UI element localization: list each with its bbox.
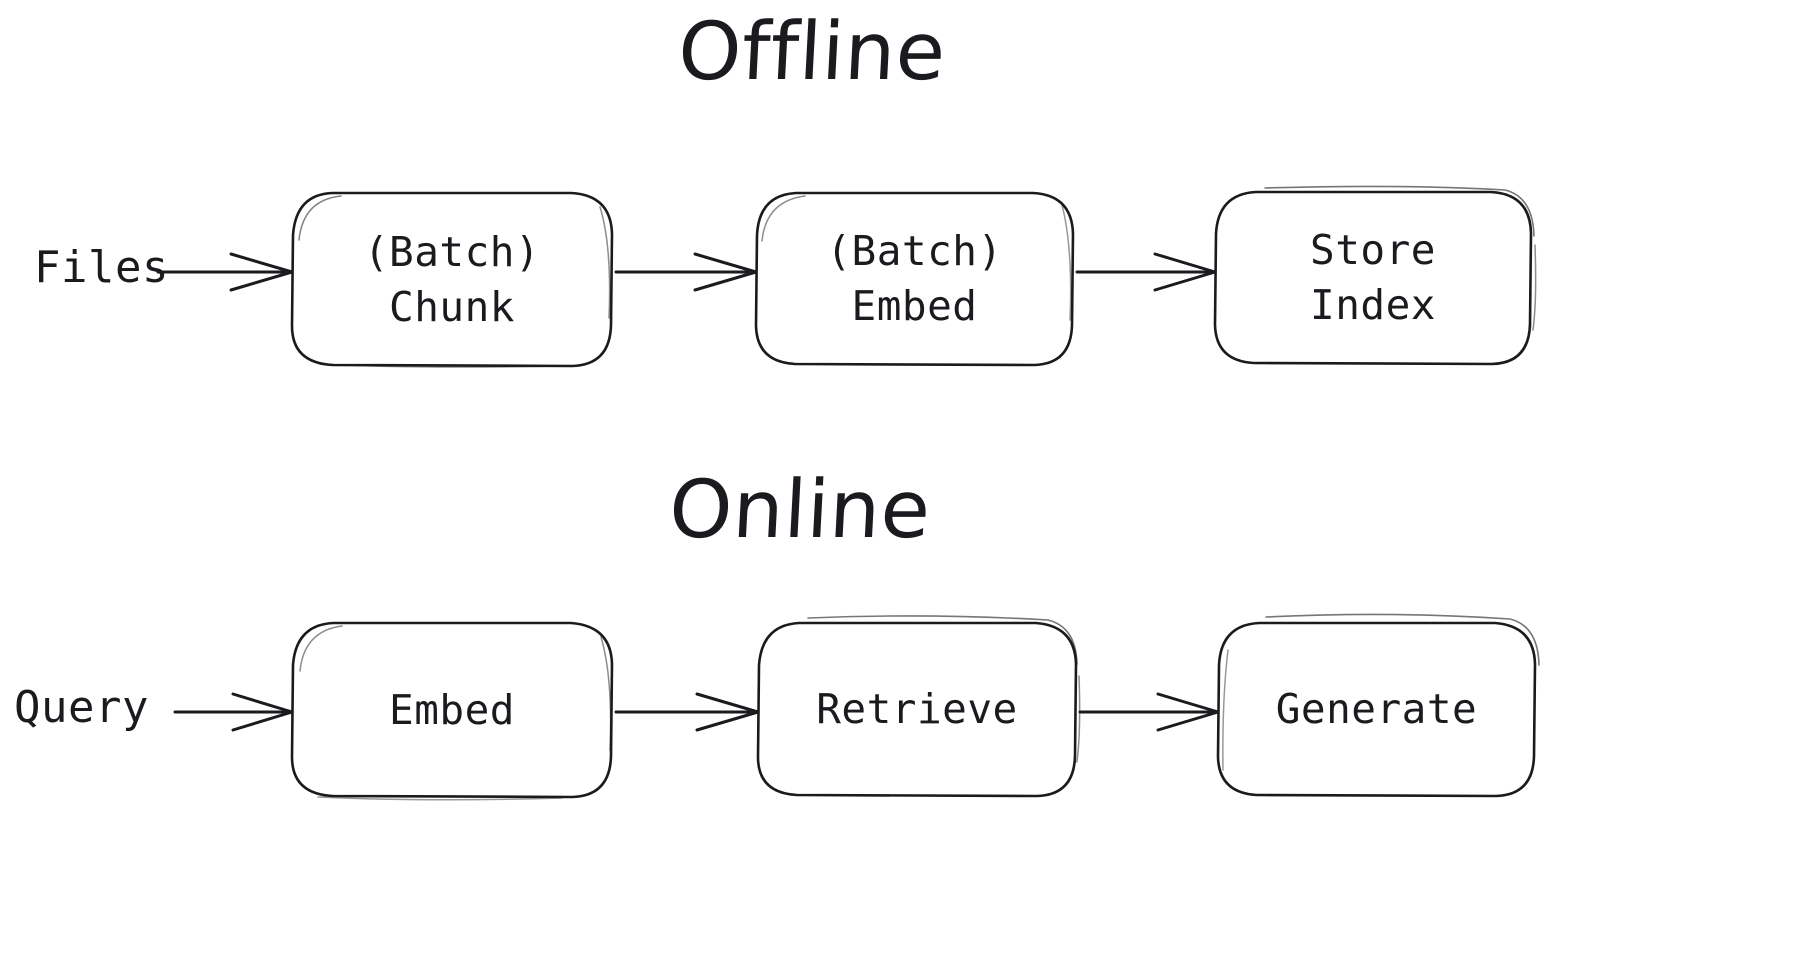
node-label-line: Retrieve (816, 685, 1018, 734)
node-label-line: Embed (851, 282, 978, 330)
node-box-embed (290, 621, 614, 801)
node-box-retrieve (756, 615, 1081, 798)
node-box-generate (1216, 613, 1540, 798)
node-label-line: Index (1310, 281, 1436, 329)
arrow-batch-embed-to-store-index (1075, 252, 1217, 292)
arrow-retrieve-to-generate (1078, 692, 1220, 732)
arrow-batch-chunk-to-batch-embed (614, 252, 758, 292)
node-label-line: Generate (1275, 685, 1478, 734)
arrow-files-to-batch-chunk (156, 252, 294, 292)
edge-label-query: Query (14, 682, 149, 733)
node-label-line: Chunk (389, 282, 515, 331)
node-label-batch-embed: (Batch) Embed (756, 193, 1073, 365)
arrow-embed-to-retrieve (614, 692, 760, 732)
section-title-offline: Offline (675, 5, 949, 98)
node-box-batch-chunk (290, 191, 614, 368)
node-label-retrieve: Retrieve (758, 623, 1076, 796)
node-label-store-index: Store Index (1215, 192, 1531, 364)
node-label-line: (Batch) (826, 227, 1003, 276)
node-box-batch-embed (754, 191, 1075, 367)
section-title-online: Online (667, 463, 933, 556)
node-label-embed: Embed (292, 623, 612, 797)
arrow-query-to-embed (173, 692, 294, 732)
node-label-line: Embed (389, 685, 515, 734)
node-label-batch-chunk: (Batch) Chunk (292, 193, 612, 366)
node-label-line: (Batch) (363, 227, 541, 276)
node-box-store-index (1213, 185, 1537, 366)
node-label-line: Store (1310, 226, 1436, 275)
node-label-generate: Generate (1218, 623, 1535, 796)
edge-label-files: Files (34, 242, 169, 293)
